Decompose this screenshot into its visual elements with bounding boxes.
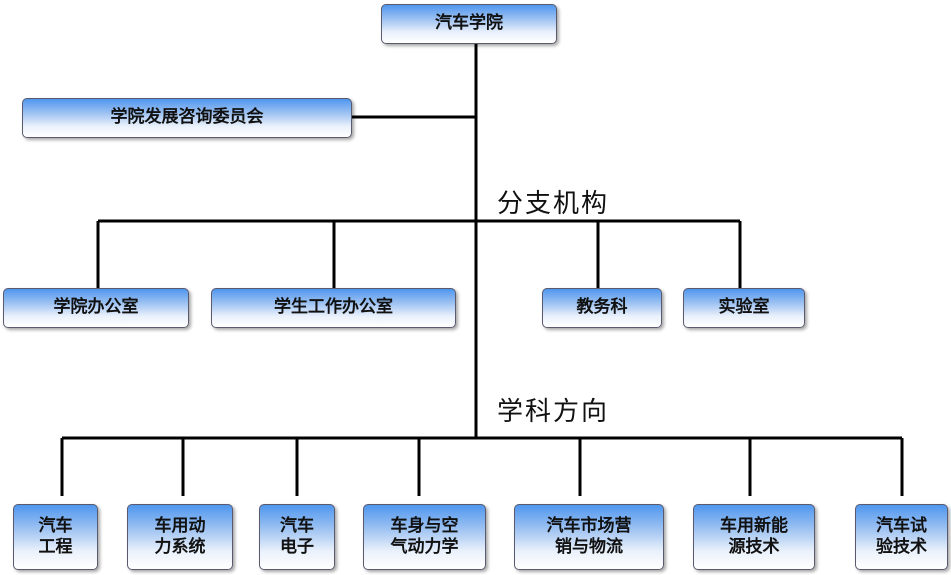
branch-section-label: 分支机构 [497,189,610,219]
committee-node-label: 学院发展咨询委员会 [110,107,264,128]
discipline-node-marketing-logistics: 汽车市场营 销与物流 [514,504,664,570]
branch-node-label: 学生工作办公室 [274,297,393,318]
discipline-node-line: 汽车 [38,515,73,536]
branch-node-student-affairs: 学生工作办公室 [211,288,456,328]
branch-node-laboratory: 实验室 [683,288,805,328]
discipline-node-line: 车用动 [154,515,206,536]
discipline-node-body-aerodynamics: 车身与空 气动力学 [363,504,486,570]
branch-node-academic-affairs: 教务科 [542,288,662,328]
discipline-node-powertrain: 车用动 力系统 [127,504,233,570]
branch-node-office: 学院办公室 [3,288,189,328]
discipline-node-line: 汽车 [280,515,314,536]
discipline-node-line: 车身与空 [390,515,459,536]
root-node-label: 汽车学院 [435,13,503,34]
discipline-node-line: 工程 [38,537,73,557]
discipline-node-automotive-electronics: 汽车 电子 [259,504,335,570]
root-node: 汽车学院 [381,4,557,44]
discipline-node-line: 验技术 [876,537,927,557]
branch-node-label: 教务科 [576,297,628,318]
branch-node-label: 实验室 [718,297,770,318]
discipline-node-line: 气动力学 [390,537,459,557]
discipline-node-testing-technology: 汽车试 验技术 [855,504,948,570]
discipline-node-line: 源技术 [728,537,780,557]
discipline-node-line: 车用新能 [720,515,788,536]
branch-node-label: 学院办公室 [53,297,139,318]
discipline-node-line: 力系统 [154,537,206,557]
discipline-node-line: 电子 [280,537,314,557]
discipline-section-label: 学科方向 [497,397,610,427]
discipline-node-automotive-engineering: 汽车 工程 [13,504,98,570]
discipline-node-line: 销与物流 [555,537,623,557]
committee-node: 学院发展咨询委员会 [22,98,352,138]
discipline-node-line: 汽车市场营 [546,515,632,536]
discipline-node-new-energy: 车用新能 源技术 [693,504,815,570]
discipline-node-line: 汽车试 [876,515,927,536]
